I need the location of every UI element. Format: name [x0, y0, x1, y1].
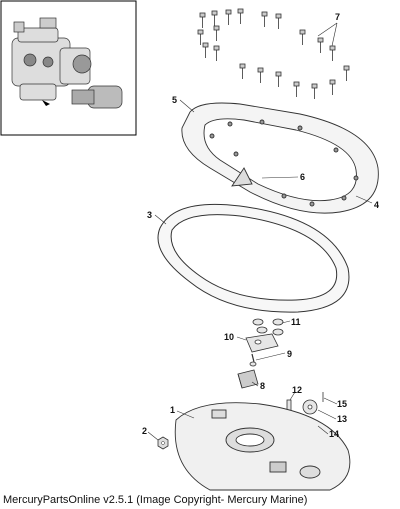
- bolt: [293, 81, 300, 97]
- bolt: [343, 65, 350, 81]
- bolt: [237, 8, 244, 24]
- bolt: [317, 37, 324, 53]
- gasket: [157, 203, 350, 313]
- bolt: [275, 13, 282, 29]
- callout-5: 5: [172, 95, 177, 105]
- bolt: [257, 67, 264, 83]
- base-housing: [174, 402, 351, 491]
- callout-8: 8: [260, 381, 265, 391]
- bolt: [311, 83, 318, 99]
- callout-15: 15: [337, 399, 347, 409]
- callout-11: 11: [291, 317, 301, 327]
- callout-2: 2: [142, 426, 147, 436]
- bolt: [199, 12, 206, 28]
- callout-1: 1: [170, 405, 175, 415]
- bolt: [213, 45, 220, 61]
- bolt: [261, 11, 268, 27]
- bolt: [329, 79, 336, 95]
- bolt: [197, 29, 204, 45]
- callout-3: 3: [147, 210, 152, 220]
- small-parts: [237, 318, 284, 389]
- callout-13: 13: [337, 414, 347, 424]
- callout-9: 9: [287, 349, 292, 359]
- callout-12: 12: [292, 385, 302, 395]
- bolt: [329, 45, 336, 61]
- nut: [157, 436, 169, 450]
- bolt: [202, 42, 209, 58]
- bolt: [211, 10, 218, 26]
- callout-6: 6: [300, 172, 305, 182]
- bolt: [275, 71, 282, 87]
- callout-14: 14: [329, 429, 339, 439]
- adapter-plate: [181, 102, 379, 214]
- leader-lines: [147, 22, 373, 441]
- engine-inset-panel: [0, 0, 137, 136]
- callout-4: 4: [374, 200, 379, 210]
- callout-10: 10: [224, 332, 234, 342]
- bolt: [225, 9, 232, 25]
- callout-7: 7: [335, 12, 340, 22]
- bolt: [213, 25, 220, 41]
- bolt: [239, 63, 246, 79]
- callout-labels: 7 5 4 6 3 11 10 9 8 12 15 13 14 1 2: [142, 12, 379, 439]
- bolt: [299, 29, 306, 45]
- copyright-caption: MercuryPartsOnline v2.5.1 (Image Copyrig…: [3, 494, 308, 506]
- mounting-bolts: [197, 8, 350, 99]
